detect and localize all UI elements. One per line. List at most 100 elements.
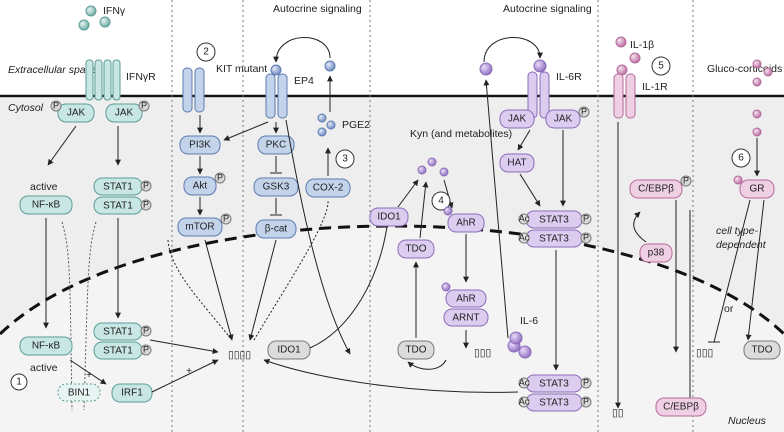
- label-extracellular: Extracellular space: [8, 64, 97, 76]
- bin1-label: BIN1: [68, 388, 91, 399]
- ifngr-receptor: [85, 59, 121, 101]
- ifng-ligand: [99, 16, 111, 28]
- phospho-p: [50, 100, 62, 112]
- jak-right-label: JAK: [115, 108, 134, 119]
- label-il1b: IL-1β: [630, 39, 654, 51]
- jak-left: [57, 103, 95, 123]
- label-ep4: EP4: [294, 75, 314, 87]
- phospho-label: P: [583, 396, 589, 406]
- tdo-protein: [397, 239, 435, 259]
- arnt-label: ARNT: [452, 313, 479, 324]
- plus-sign: +: [186, 365, 192, 377]
- gr-label: GR: [750, 184, 765, 195]
- marker-2: [196, 42, 216, 62]
- label-il6: IL-6: [520, 315, 538, 327]
- p38: [639, 243, 673, 263]
- cebpb-nucleus: [655, 397, 707, 417]
- label-celltype-2: dependent: [716, 239, 767, 251]
- stat1-bottom-label: STAT1: [103, 201, 133, 212]
- marker-4-label: 4: [438, 196, 444, 207]
- plus-sign: +: [86, 369, 92, 381]
- ahr-cytosol-label: AhR: [456, 218, 475, 229]
- marker-1-label: 1: [16, 377, 22, 388]
- cox2: [305, 178, 351, 198]
- marker-4: [431, 191, 451, 211]
- jak-il6-right: [545, 109, 581, 129]
- akt: [183, 176, 217, 196]
- phospho-label: P: [141, 100, 147, 110]
- marker-2-label: 2: [203, 47, 209, 58]
- phospho-label: P: [143, 344, 149, 354]
- label-pge2: PGE2: [342, 119, 370, 131]
- phospho-label: P: [143, 325, 149, 335]
- bcat-label: β-cat: [265, 224, 288, 235]
- ifng-ligand: [78, 19, 90, 31]
- cebpb-cytosol-label: C/EBPβ: [638, 184, 674, 195]
- mtor: [177, 217, 223, 237]
- marker-1: [10, 373, 28, 391]
- label-kyn: Kyn (and metabolites): [410, 128, 512, 140]
- label-ifngr: IFNγR: [126, 71, 156, 83]
- gr: [739, 179, 775, 199]
- phospho-label: P: [217, 172, 223, 182]
- label-celltype-1: cell type-: [716, 225, 759, 237]
- dna-glyph: ▯▯▯▯: [228, 349, 251, 361]
- stat3-label: STAT3: [539, 234, 569, 245]
- akt-label: Akt: [193, 181, 208, 192]
- gsk3: [253, 177, 299, 197]
- arnt: [443, 308, 489, 327]
- ifng-ligand: [85, 5, 97, 17]
- acetyl-label: Ac: [519, 377, 530, 387]
- acetyl-label: Ac: [519, 396, 530, 406]
- label-kit: KIT mutant: [216, 63, 267, 75]
- ahr-cytosol: [447, 213, 485, 233]
- mtor-label: mTOR: [185, 222, 214, 233]
- pkc-label: PKC: [266, 140, 287, 151]
- nfkb-cytosol-label: NF-κB: [32, 200, 61, 211]
- hat: [499, 153, 535, 173]
- label-nucleus: Nucleus: [728, 415, 767, 427]
- phospho-p: [138, 100, 150, 112]
- irf1: [111, 383, 153, 403]
- nuclear-envelope: [0, 224, 784, 336]
- ahr-nucleus: [445, 289, 487, 308]
- bcat: [255, 219, 297, 239]
- phospho-label: P: [581, 106, 587, 116]
- cebpb-cytosol: [629, 179, 683, 199]
- label-active-bottom: active: [30, 362, 58, 374]
- jak-il6-left: [499, 109, 535, 129]
- stat1-nuc-bottom-label: STAT1: [103, 346, 133, 357]
- il1r-receptor: [613, 73, 636, 119]
- tdo-protein-label: TDO: [405, 244, 426, 255]
- marker-6-label: 6: [738, 153, 744, 164]
- label-il1r: IL-1R: [642, 81, 668, 93]
- gsk3-label: GSK3: [263, 182, 290, 193]
- ido1-gene: [267, 340, 311, 360]
- label-il6r: IL-6R: [556, 71, 582, 83]
- dna-glyph: ▯▯: [612, 407, 624, 419]
- phospho-label: P: [683, 175, 689, 185]
- stat3-label: STAT3: [539, 379, 569, 390]
- pi3k: [179, 135, 221, 155]
- phospho-label: P: [143, 199, 149, 209]
- nfkb-nucleus-label: NF-κB: [32, 341, 61, 352]
- kit-receptor: [182, 67, 205, 113]
- label-gluco: Gluco-corticoids: [707, 63, 782, 75]
- il6r-receptor: [527, 71, 550, 119]
- jak-il6-left-label: JAK: [508, 114, 527, 125]
- label-cytosol: Cytosol: [8, 102, 44, 114]
- bin1: [57, 383, 101, 402]
- dna-glyph: ▯▯▯: [474, 347, 492, 359]
- tdo-gene-right: [743, 340, 781, 360]
- marker-5-label: 5: [658, 61, 664, 72]
- marker-3: [335, 149, 355, 169]
- phospho-label: P: [143, 180, 149, 190]
- label-autocrine-1: Autocrine signaling: [273, 3, 362, 15]
- irf1-label: IRF1: [121, 388, 143, 399]
- stat1-top-label: STAT1: [103, 182, 133, 193]
- stat3-dimer-nucleus: [525, 374, 583, 412]
- label-or: or: [724, 303, 734, 315]
- jak-il6-right-label: JAK: [554, 114, 573, 125]
- tdo-gene-label: TDO: [405, 345, 426, 356]
